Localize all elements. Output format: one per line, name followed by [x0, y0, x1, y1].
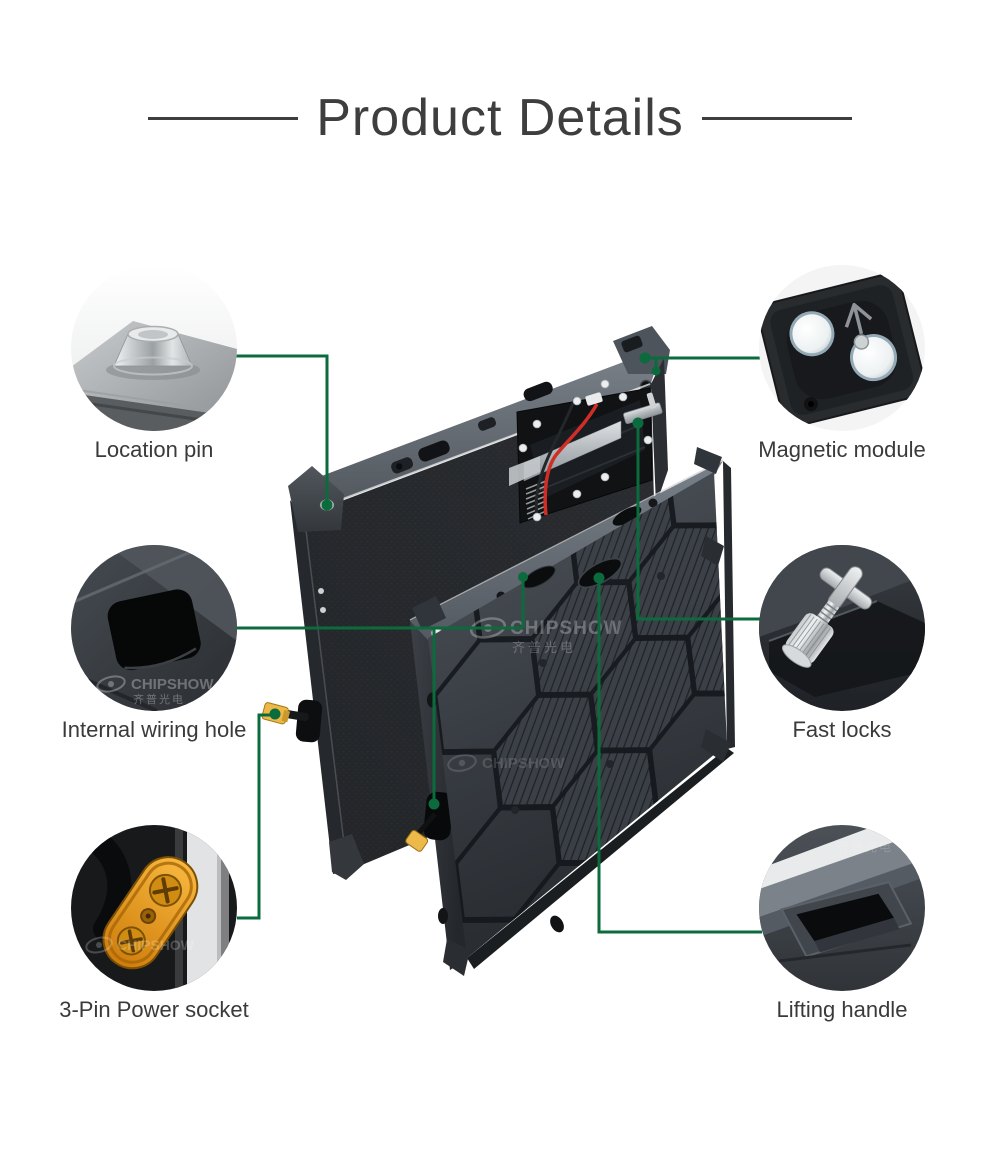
svg-text:CHIPSHOW: CHIPSHOW: [510, 618, 623, 639]
callout-label-lifting-handle: Lifting handle: [776, 997, 908, 1022]
corner-bracket: [701, 729, 731, 762]
magnet: [789, 311, 835, 357]
top-slot: [418, 440, 450, 462]
corner-bracket: [412, 596, 446, 630]
wiring-hole: [107, 589, 201, 671]
brand-watermark: CHIPSHOW 齐普光电: [96, 675, 214, 706]
open-back-window: [509, 379, 663, 524]
power-socket-art: CHIPSHOW: [71, 825, 237, 991]
location-pin-art: [71, 265, 237, 431]
page-title: Product Details: [316, 89, 684, 147]
fast-locks-photo: [759, 545, 925, 711]
corner-bracket: [694, 447, 722, 474]
hub-connector: [623, 392, 663, 424]
internal-wiring-hole-photo: CHIPSHOW 齐普光电: [71, 545, 237, 711]
svg-text:CHIPSHOW: CHIPSHOW: [131, 676, 214, 693]
svg-text:CHIPSHOW: CHIPSHOW: [117, 937, 195, 953]
handle-recess: [780, 880, 913, 958]
brand-watermark: 齐普光电: [837, 839, 893, 854]
svg-text:齐普光电: 齐普光电: [512, 640, 576, 655]
magnetic-module-art: [759, 265, 925, 431]
connector-lifting-handle: [597, 578, 762, 934]
cable-notch: [295, 699, 323, 743]
lifting-handle-photo: 齐普光电: [759, 825, 925, 991]
keyhole-tab: [391, 457, 414, 474]
connector-power-socket: [237, 713, 275, 920]
power-connector-front: [405, 829, 429, 852]
callout-lifting-handle: 齐普光电 Lifting handle: [759, 825, 925, 1022]
title-rule-left: [148, 116, 299, 120]
power-cable-front: [417, 812, 437, 835]
callout-dots: [269, 352, 661, 810]
brand-watermark: CHIPSHOW: [85, 936, 195, 954]
magnetic-module-photo: [759, 265, 925, 431]
svg-text:CHIPSHOW: CHIPSHOW: [482, 755, 565, 772]
callout-label-location-pin: Location pin: [94, 437, 214, 462]
svg-text:齐普光电: 齐普光电: [133, 692, 185, 706]
corner-block: [288, 466, 344, 532]
arrow-mark: [844, 302, 873, 335]
black-wire: [534, 397, 577, 517]
white-clip: [585, 392, 603, 406]
top-slot: [523, 381, 553, 402]
callout-magnetic-module: Magnetic module: [758, 265, 926, 462]
keyhole-tab: [477, 417, 497, 431]
fast-lock-knob: [781, 566, 873, 668]
callout-label-power-socket: 3-Pin Power socket: [59, 997, 249, 1022]
brand-watermark: CHIPSHOW: [447, 754, 565, 772]
connector-fast-locks: [636, 427, 760, 621]
internal-wiring-hole-art: CHIPSHOW 齐普光电: [71, 545, 237, 711]
corner-bracket: [443, 939, 470, 976]
callout-label-fast-locks: Fast locks: [792, 717, 892, 742]
callout-internal-wiring-hole: CHIPSHOW 齐普光电 Internal wiring hole: [62, 545, 246, 742]
xt60-connector: [102, 856, 199, 970]
connector-location-pin: [236, 354, 329, 500]
edge-highlight: [409, 459, 724, 621]
power-socket-photo: CHIPSHOW: [71, 825, 237, 991]
top-slot: [612, 506, 642, 526]
lifting-handle-art: 齐普光电: [759, 825, 925, 991]
title-rule-right: [701, 116, 852, 120]
title-row: Product Details: [0, 92, 1000, 144]
corner-block: [329, 834, 364, 880]
callout-label-magnetic-module: Magnetic module: [758, 437, 926, 462]
red-wire: [543, 403, 599, 516]
callout-fast-locks: Fast locks: [759, 545, 925, 742]
edge-bracket: [701, 536, 724, 566]
location-pin-photo: [71, 265, 237, 431]
callout-location-pin: Location pin: [71, 265, 237, 462]
connector-internal-wiring-hole: [236, 580, 525, 800]
fast-locks-art: [759, 545, 925, 711]
callout-power-socket: CHIPSHOW 3-Pin Power socket: [59, 825, 249, 1022]
callout-label-internal-wiring-hole: Internal wiring hole: [61, 717, 247, 742]
screws: [518, 379, 653, 522]
